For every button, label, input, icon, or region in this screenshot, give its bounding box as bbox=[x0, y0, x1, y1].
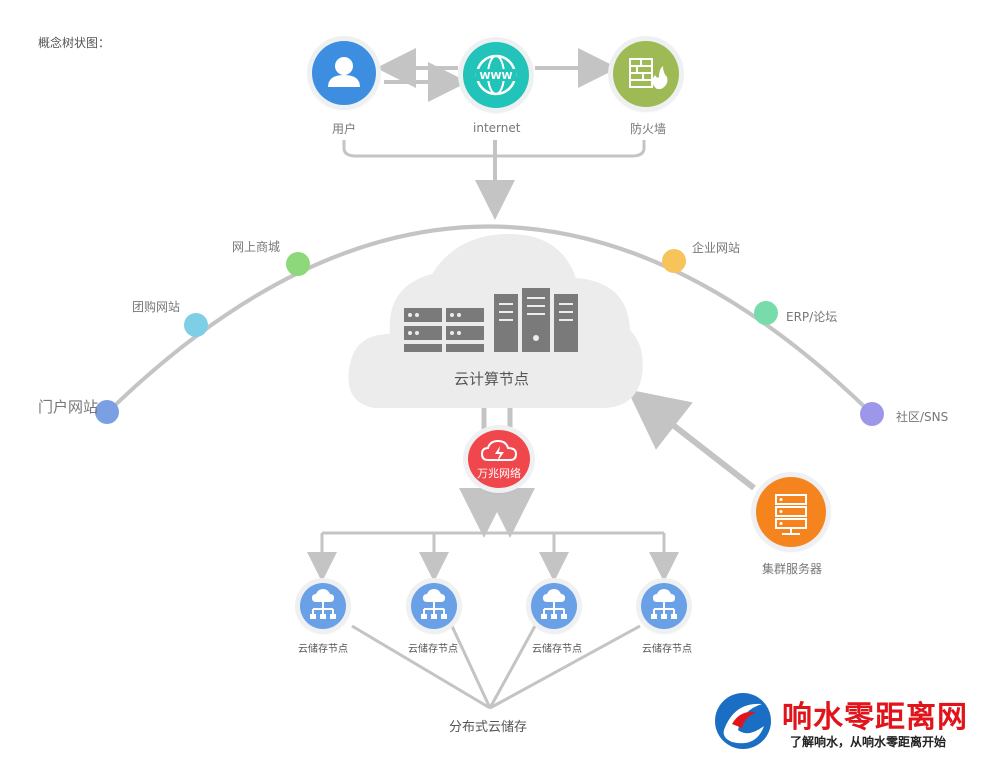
svg-text:WWW: WWW bbox=[479, 71, 512, 82]
firewall-icon bbox=[629, 58, 668, 89]
cluster-server-label: 集群服务器 bbox=[762, 562, 823, 576]
storage-label-4: 云储存节点 bbox=[642, 644, 692, 655]
network-tree-icon bbox=[310, 589, 336, 619]
arc-dot-enterprise bbox=[662, 249, 686, 273]
arrow-cluster-to-cloud bbox=[627, 389, 756, 491]
internet-label: internet bbox=[473, 121, 521, 135]
arc-label-portal: 门户网站 bbox=[38, 398, 99, 416]
rack-server-icon bbox=[404, 308, 484, 352]
cloud-shape bbox=[348, 233, 643, 408]
arc-label-sns: 社区/SNS bbox=[896, 410, 949, 424]
globe-icon: WWW bbox=[475, 54, 517, 96]
network-tree-icon bbox=[421, 589, 447, 619]
firewall-label: 防火墙 bbox=[630, 122, 667, 136]
arc-label-group-buy: 团购网站 bbox=[132, 300, 181, 314]
storage-label-2: 云储存节点 bbox=[408, 644, 458, 655]
arc-label-enterprise: 企业网站 bbox=[692, 241, 741, 255]
user-node bbox=[312, 41, 376, 105]
network-tree-icon bbox=[541, 589, 567, 619]
server-stack-icon bbox=[775, 494, 807, 535]
arc-dot-sns bbox=[860, 402, 884, 426]
cloud-lightning-icon bbox=[480, 439, 518, 462]
storage-node-4 bbox=[641, 583, 687, 629]
arc-dot-mall bbox=[286, 252, 310, 276]
user-icon bbox=[328, 57, 360, 87]
arc-dot-portal bbox=[95, 400, 119, 424]
cloud-label: 云计算节点 bbox=[454, 370, 530, 388]
user-label: 用户 bbox=[332, 122, 357, 136]
diagram-title: 概念树状图： bbox=[38, 36, 111, 50]
arc-dot-group-buy bbox=[184, 313, 208, 337]
storage-label-1: 云储存节点 bbox=[298, 644, 348, 655]
arc-label-erp: ERP/论坛 bbox=[786, 310, 838, 324]
storage-node-1 bbox=[300, 583, 346, 629]
arc-dot-erp bbox=[754, 301, 778, 325]
cluster-server-node bbox=[756, 477, 826, 547]
distributed-storage-label: 分布式云储存 bbox=[449, 720, 528, 735]
storage-node-2 bbox=[411, 583, 457, 629]
storage-node-3 bbox=[531, 583, 577, 629]
firewall-node bbox=[613, 41, 679, 107]
internet-node: WWW bbox=[463, 42, 529, 108]
tower-server-icon bbox=[494, 288, 578, 352]
brand-name: 响水零距离网 bbox=[782, 700, 968, 735]
brand-logo-icon bbox=[715, 693, 771, 749]
arc-label-mall: 网上商城 bbox=[232, 240, 281, 254]
network-node: 万兆网络 bbox=[468, 430, 530, 488]
brand-slogan: 了解响水，从响水零距离开始 bbox=[790, 735, 947, 749]
network-label: 万兆网络 bbox=[477, 467, 521, 480]
storage-label-3: 云储存节点 bbox=[532, 644, 582, 655]
network-tree-icon bbox=[651, 589, 677, 619]
